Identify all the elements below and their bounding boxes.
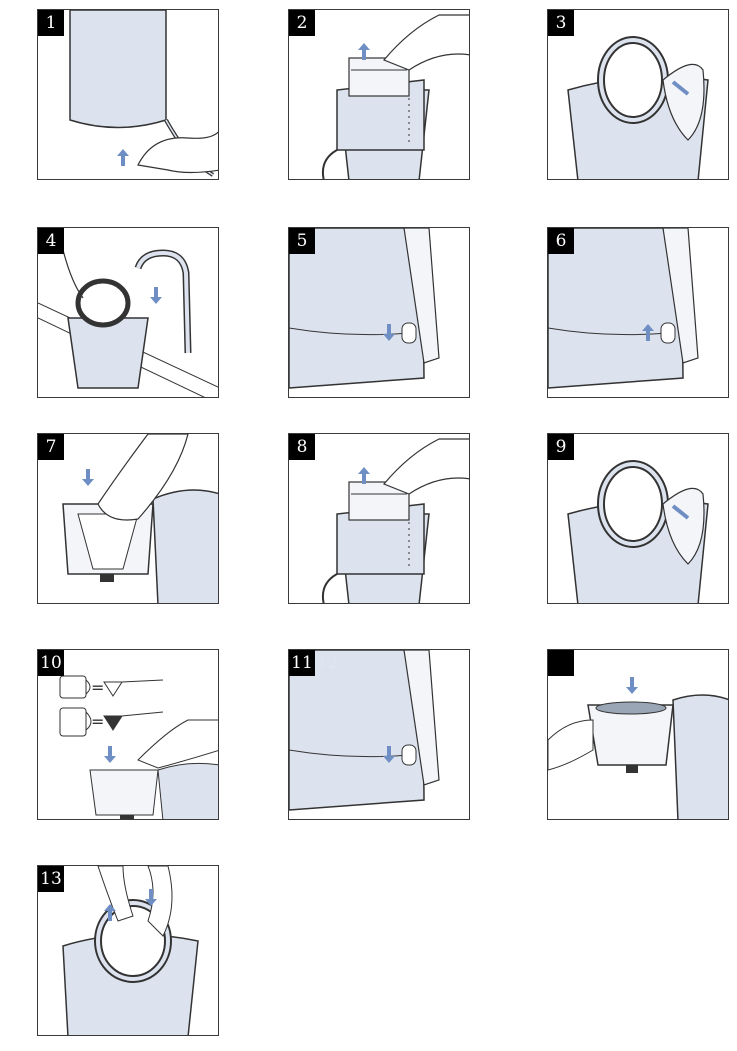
step-number [548, 650, 574, 676]
step-number: 2 [289, 10, 315, 36]
step-8-illustration [321, 438, 469, 603]
step-6-panel: 6 [547, 227, 729, 398]
step-10-illustration: = = [59, 675, 218, 819]
step-5-illustration [289, 228, 440, 389]
step-8-panel: 8 [288, 433, 470, 604]
step-number: 10 [38, 650, 64, 676]
arrow-icon [117, 149, 129, 166]
step-9-panel: 9 [547, 433, 729, 604]
equals-sign: = [91, 678, 104, 697]
step-5-panel: 5 [288, 227, 470, 398]
step-number: 7 [38, 434, 64, 460]
step-10-panel: 10 = = [37, 649, 219, 820]
step-12-illustration [548, 677, 728, 819]
step-12-panel [547, 649, 729, 820]
equals-sign: = [91, 712, 104, 731]
step-11-illustration [289, 650, 440, 811]
step-4-panel: 4 [37, 227, 219, 398]
step-number: 11 [289, 650, 315, 676]
step-number: 5 [289, 228, 315, 254]
step-3-panel: 3 [547, 9, 729, 180]
step-4-illustration [38, 228, 218, 397]
step-2-panel: 2 [288, 9, 470, 180]
step-3-illustration [567, 36, 709, 179]
step-number: 8 [289, 434, 315, 460]
step-6-illustration [548, 228, 699, 389]
step-number: 9 [548, 434, 574, 460]
step-2-illustration [321, 14, 469, 179]
step-number: 6 [548, 228, 574, 254]
step-1-illustration [69, 10, 218, 177]
step-number: 3 [548, 10, 574, 36]
step-1-panel: 1 [37, 9, 219, 180]
step-9-illustration [567, 460, 709, 603]
step-13-panel: 13 [37, 865, 219, 1036]
step-7-panel: 7 [37, 433, 219, 604]
step-number: 4 [38, 228, 64, 254]
step-7-illustration [62, 434, 218, 603]
step-number: 1 [38, 10, 64, 36]
step-11-panel: 11 12 [288, 649, 470, 820]
step-13-illustration [62, 866, 199, 1035]
faint-step-number: 12 [317, 653, 339, 673]
step-number: 13 [38, 866, 64, 892]
